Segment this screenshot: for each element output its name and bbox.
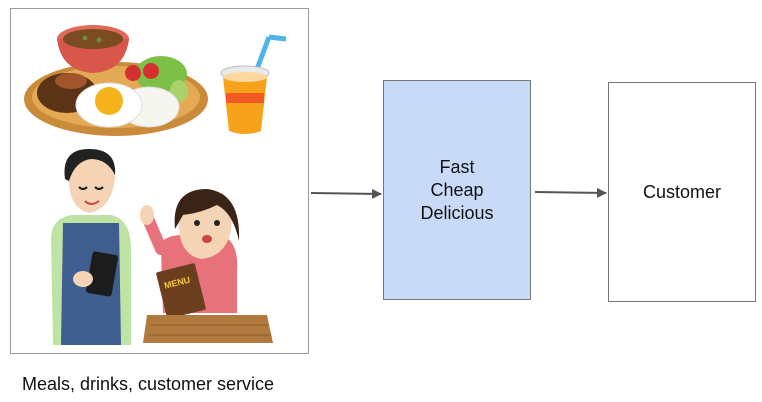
value-line-delicious: Delicious — [420, 202, 494, 223]
illustration-art: MENU — [24, 25, 287, 345]
value-lines: Fast Cheap Delicious — [420, 156, 493, 225]
waiter-icon — [51, 149, 131, 345]
value-line-cheap: Cheap — [430, 179, 484, 200]
illustration-frame: MENU — [10, 8, 309, 354]
illustration-to-value-arrow — [310, 188, 382, 199]
value-to-customer-arrow — [534, 187, 607, 198]
value-line-fast: Fast — [439, 156, 475, 177]
customer-label: Customer — [642, 181, 722, 202]
illustration-caption: Meals, drinks, customer service — [22, 374, 275, 394]
customer-box: Customer — [608, 82, 756, 302]
customer-woman-icon: MENU — [140, 189, 273, 343]
meal-plate-icon — [24, 25, 208, 136]
value-proposition-box: Fast Cheap Delicious — [383, 80, 531, 300]
drink-cup-icon — [220, 34, 287, 134]
